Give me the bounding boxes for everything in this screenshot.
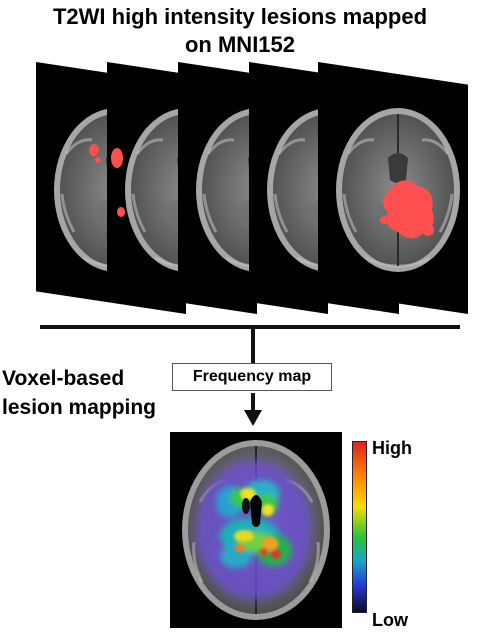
frequency-map-box: Frequency map xyxy=(172,363,332,391)
connector-line-top xyxy=(251,325,255,363)
frequency-map-image xyxy=(170,432,342,628)
method-label-line-1: Voxel-based xyxy=(2,367,125,390)
down-arrow-icon xyxy=(244,410,262,426)
colorbar xyxy=(352,441,367,613)
title-line-2: on MNI152 xyxy=(184,32,296,57)
mri-slice-5 xyxy=(318,62,468,314)
merge-line xyxy=(40,325,460,329)
method-label-line-2: lesion mapping xyxy=(2,396,157,419)
title-line-1: T2WI high intensity lesions mapped xyxy=(52,4,428,29)
connector-line-bottom xyxy=(251,393,255,413)
colorbar-high-label: High xyxy=(372,438,412,458)
colorbar-low-label: Low xyxy=(372,610,408,630)
